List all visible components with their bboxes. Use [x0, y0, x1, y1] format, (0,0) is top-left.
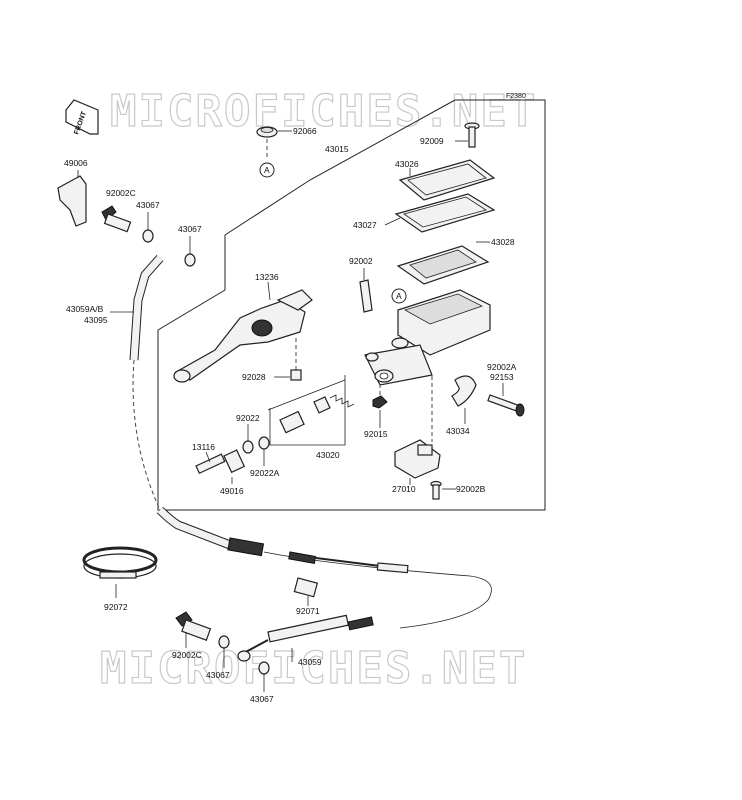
boot-49006 — [57, 175, 87, 227]
bolt-92153 — [487, 394, 525, 417]
master-cylinder-body — [364, 289, 491, 386]
watermark-bottom: MICROFICHES.NET — [100, 643, 527, 694]
label-43028: 43028 — [491, 237, 515, 247]
label-13236: 13236 — [255, 272, 279, 282]
washer-43067-bot2 — [258, 661, 270, 675]
label-92002c-top: 92002C — [106, 188, 136, 198]
end-fitting-lower — [237, 650, 251, 662]
label-92009: 92009 — [420, 136, 444, 146]
cable-43059 — [239, 614, 374, 656]
label-49006: 49006 — [64, 158, 88, 168]
ring-92022 — [242, 440, 254, 454]
label-92002a: 92002A — [487, 362, 517, 372]
washer-43067-bot1 — [218, 635, 230, 649]
label-92022a: 92022A — [250, 468, 280, 478]
screw-92009 — [464, 122, 480, 148]
ref-mark-a-top — [259, 162, 275, 178]
diaphragm-43028 — [396, 245, 490, 285]
label-43067-bot2: 43067 — [250, 694, 274, 704]
label-92028: 92028 — [242, 372, 266, 382]
watermark-top: MICROFICHES.NET — [110, 86, 537, 137]
label-43067-top1: 43067 — [136, 200, 160, 210]
label-43095: 43095 — [84, 315, 108, 325]
label-43059-ab: 43059A/B — [66, 304, 104, 314]
label-27010: 27010 — [392, 484, 416, 494]
label-92022: 92022 — [236, 413, 260, 423]
label-43034: 43034 — [446, 426, 470, 436]
label-43020: 43020 — [316, 450, 340, 460]
diagram-code: F2380 — [506, 93, 526, 100]
cable-adjuster-lower — [288, 551, 409, 574]
label-49016: 49016 — [220, 486, 244, 496]
label-43015: 43015 — [325, 144, 349, 154]
fitting-92002c-bottom — [175, 611, 212, 641]
cover-43026 — [398, 159, 496, 201]
label-92072: 92072 — [104, 602, 128, 612]
label-92002b: 92002B — [456, 484, 486, 494]
bolt-92002 — [359, 279, 373, 313]
washer-43067-top1 — [142, 229, 154, 243]
nut-92015 — [372, 395, 388, 409]
label-43067-top2: 43067 — [178, 224, 202, 234]
ring-92022a — [258, 436, 270, 450]
screw-92002b — [430, 480, 442, 500]
piston-kit-43020 — [267, 379, 355, 434]
label-43067-bot1: 43067 — [206, 670, 230, 680]
label-92002: 92002 — [349, 256, 373, 266]
ref-mark-label-top: A — [264, 165, 270, 175]
assembly-outline — [157, 99, 546, 511]
sleeve-92071 — [293, 577, 319, 598]
boot-49016 — [223, 449, 246, 474]
label-13116: 13116 — [192, 442, 215, 452]
label-92066: 92066 — [293, 126, 317, 136]
label-92153: 92153 — [490, 372, 514, 382]
cap-92066 — [256, 126, 278, 138]
band-92072 — [82, 546, 158, 579]
washer-43067-top2 — [184, 253, 196, 267]
rod-13116 — [195, 453, 226, 475]
label-92002c-bottom: 92002C — [172, 650, 202, 660]
label-43027: 43027 — [353, 220, 377, 230]
label-92015: 92015 — [364, 429, 388, 439]
clutch-lever — [173, 289, 313, 383]
label-43059-bottom: 43059 — [298, 657, 322, 667]
clamp-43034 — [451, 375, 477, 407]
pivot-92028 — [290, 369, 302, 381]
clutch-cable — [129, 255, 492, 629]
fitting-92002c-top — [101, 205, 132, 233]
front-arrow-icon: FRONT — [65, 99, 99, 136]
ref-mark-label-body: A — [396, 291, 402, 301]
ref-mark-a-body — [391, 288, 407, 304]
plate-43027 — [394, 193, 496, 233]
switch-27010 — [394, 439, 441, 479]
label-92071: 92071 — [296, 606, 320, 616]
label-43026: 43026 — [395, 159, 419, 169]
